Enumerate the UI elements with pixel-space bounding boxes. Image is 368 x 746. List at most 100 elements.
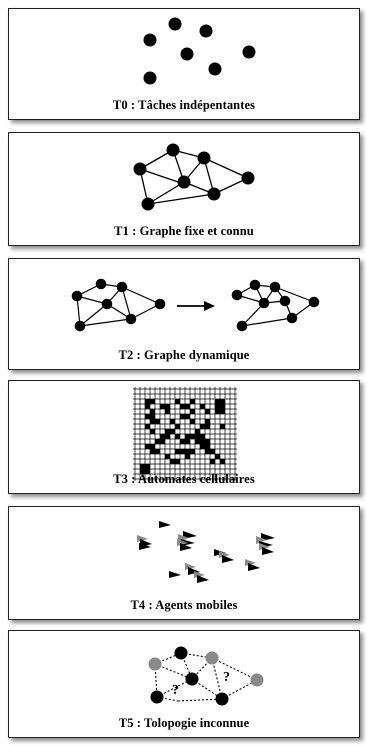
- node-unknown: [250, 673, 264, 687]
- panel-caption: T4 : Agents mobiles: [130, 598, 238, 612]
- panel-caption: T2 : Graphe dynamique: [118, 348, 250, 362]
- cell-alive: [140, 464, 145, 469]
- cell-alive: [180, 439, 185, 444]
- cell-alive: [155, 419, 160, 424]
- cell-alive: [175, 399, 180, 404]
- cell-alive: [165, 429, 170, 434]
- cell-alive: [185, 454, 190, 459]
- dynamic-graph-diagram: [71, 278, 320, 332]
- cell-alive: [160, 439, 165, 444]
- cell-alive: [175, 459, 180, 464]
- graph-after: [231, 279, 320, 332]
- cell-alive: [155, 439, 160, 444]
- cell-alive: [190, 409, 195, 414]
- agent-icon: [194, 571, 209, 583]
- panel-caption: T1 : Graphe fixe et connu: [114, 224, 254, 238]
- cell-alive: [195, 439, 200, 444]
- agent-icon: [219, 551, 234, 563]
- cell-alive: [145, 404, 150, 409]
- cell-alive: [145, 414, 150, 419]
- cell-alive: [215, 399, 220, 404]
- task-node: [143, 33, 157, 47]
- node-unknown: [205, 651, 219, 665]
- task-node: [180, 47, 194, 61]
- cell-alive: [170, 419, 175, 424]
- cell-alive: [165, 454, 170, 459]
- cell-alive: [160, 434, 165, 439]
- arrow-icon: [177, 301, 215, 311]
- cell-alive: [220, 404, 225, 409]
- cell-alive: [170, 459, 175, 464]
- cell-alive: [175, 434, 180, 439]
- fixed-graph-diagram: [133, 143, 255, 211]
- cell-alive: [220, 459, 225, 464]
- cell-alive: [205, 444, 210, 449]
- unknown-topology-diagram: ? ?: [148, 646, 264, 706]
- task-node: [242, 45, 256, 59]
- cell-alive: [145, 399, 150, 404]
- cell-alive: [150, 409, 155, 414]
- graph-node: [133, 162, 147, 176]
- cell-alive: [195, 434, 200, 439]
- cell-alive: [200, 434, 205, 439]
- agent-icon: [169, 571, 181, 578]
- question-mark: ?: [172, 683, 179, 698]
- node-known: [174, 646, 188, 660]
- cell-alive: [180, 449, 185, 454]
- panel-t3: T3 : Automates cellulaires: [8, 380, 360, 494]
- cellular-automata-grid: [133, 387, 237, 481]
- cell-alive: [180, 414, 185, 419]
- cell-alive: [185, 414, 190, 419]
- cell-alive: [175, 424, 180, 429]
- cell-alive: [190, 419, 195, 424]
- graph-node: [197, 151, 211, 165]
- cell-alive: [190, 449, 195, 454]
- node-unknown: [148, 657, 162, 671]
- panel-caption: T0 : Tâches indépentantes: [112, 98, 256, 112]
- graph-node: [166, 143, 180, 157]
- cell-alive: [145, 444, 150, 449]
- panel-t2: T2 : Graphe dynamique: [8, 258, 360, 370]
- cell-alive: [205, 439, 210, 444]
- cell-alive: [220, 409, 225, 414]
- cell-alive: [190, 399, 195, 404]
- panel-t4: T4 : Agents mobiles: [8, 506, 360, 620]
- cell-alive: [220, 399, 225, 404]
- cell-alive: [205, 419, 210, 424]
- task-node: [208, 62, 222, 76]
- independent-tasks-diagram: [143, 17, 256, 85]
- cell-alive: [210, 459, 215, 464]
- cell-alive: [145, 424, 150, 429]
- graph-node: [177, 175, 191, 189]
- cell-alive: [200, 424, 205, 429]
- cell-alive: [200, 404, 205, 409]
- cell-alive: [205, 409, 210, 414]
- panel-t5: ? ? T5 : Tolopogie inconnue: [8, 630, 360, 738]
- graph-before: [71, 278, 166, 332]
- question-mark: ?: [223, 670, 230, 685]
- cell-alive: [185, 404, 190, 409]
- node-known: [150, 690, 164, 704]
- cell-alive: [165, 409, 170, 414]
- panel-t0: T0 : Tâches indépentantes: [8, 8, 360, 120]
- cell-alive: [150, 429, 155, 434]
- cell-alive: [165, 404, 170, 409]
- cell-alive: [140, 469, 145, 474]
- cell-alive: [205, 424, 210, 429]
- task-node: [199, 24, 213, 38]
- cell-alive: [145, 464, 150, 469]
- cell-alive: [200, 439, 205, 444]
- cell-alive: [165, 434, 170, 439]
- cell-alive: [185, 434, 190, 439]
- cell-alive: [200, 444, 205, 449]
- cell-alive: [160, 404, 165, 409]
- cell-alive: [170, 429, 175, 434]
- cell-alive: [150, 414, 155, 419]
- graph-node: [207, 187, 221, 201]
- node-known: [185, 672, 199, 686]
- cell-alive: [175, 449, 180, 454]
- task-node: [168, 17, 182, 31]
- cell-alive: [180, 404, 185, 409]
- cell-alive: [215, 404, 220, 409]
- node-known: [215, 692, 229, 706]
